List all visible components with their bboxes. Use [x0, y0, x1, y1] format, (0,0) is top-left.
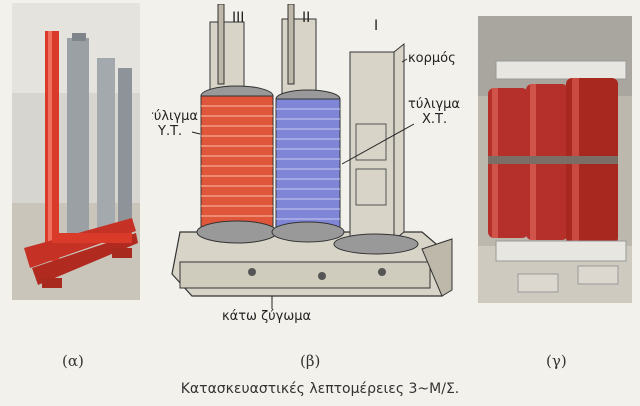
label-core: κορμός: [408, 51, 456, 66]
label-lv-winding-line2: Χ.Τ.: [422, 112, 447, 127]
leg-number-i: I: [374, 18, 378, 34]
transformer-diagram: III II I κορμός τύλιγμα Υ.Τ. τύλιγμα Χ.Τ…: [152, 4, 470, 324]
leg-number-iii: III: [232, 10, 244, 26]
core-frame-illustration: [12, 3, 140, 300]
leg-number-ii: II: [302, 10, 310, 26]
photo-assembled-transformer: [478, 16, 632, 303]
assembled-transformer-illustration: [478, 16, 632, 303]
label-hv-winding-line2: Υ.Τ.: [157, 124, 182, 139]
label-bottom-yoke: κάτω ζύγωμα: [222, 309, 311, 324]
label-hv-winding-line1: τύλιγμα: [152, 109, 198, 124]
figure-caption: Κατασκευαστικές λεπτομέρειες 3~Μ/Σ.: [180, 381, 460, 397]
transformer-drawing: III II I κορμός τύλιγμα Υ.Τ. τύλιγμα Χ.Τ…: [152, 4, 460, 324]
photo-core-frame: [12, 3, 140, 300]
caption-b: (β): [300, 352, 321, 370]
caption-c: (γ): [546, 352, 567, 370]
label-lv-winding-line1: τύλιγμα: [408, 97, 460, 112]
caption-a: (α): [62, 352, 84, 370]
